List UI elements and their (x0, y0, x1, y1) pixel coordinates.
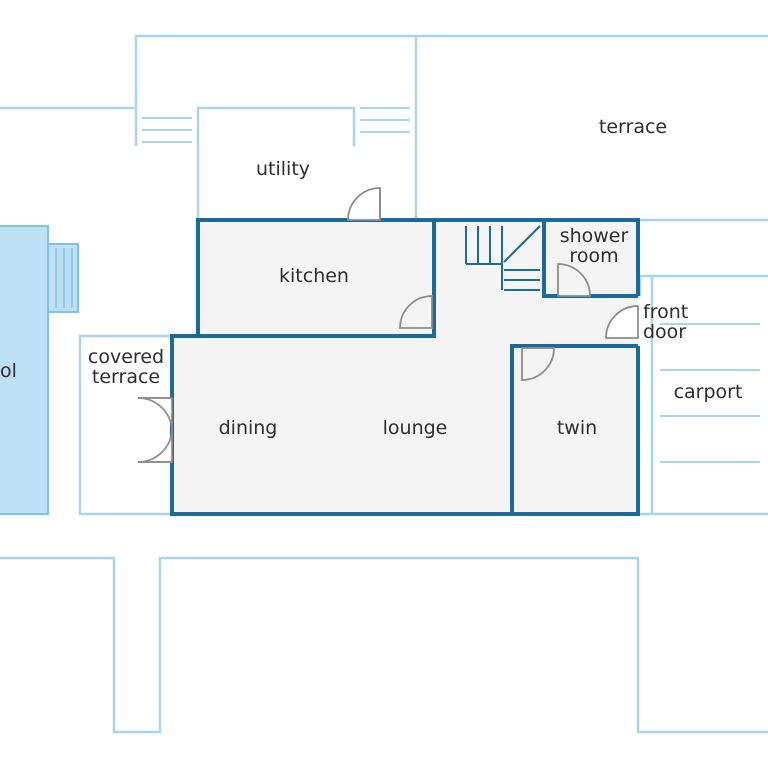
shower-room-wall (542, 220, 638, 298)
internal-stairs (465, 225, 541, 291)
kitchen-utility-door (347, 187, 381, 221)
outer-wall (170, 218, 640, 516)
shower-room-door (557, 263, 591, 297)
pool (0, 225, 79, 515)
shower-room-label-line1: shower (560, 225, 629, 247)
front-door-label-line2: door (643, 321, 686, 343)
covered-terrace-label-line2: terrace (92, 366, 160, 388)
lower-left-outline (0, 556, 768, 734)
covered-terrace-outline (78, 334, 172, 516)
terrace-label: terrace (599, 116, 667, 138)
covered-terrace-label-line1: covered (88, 346, 164, 368)
twin-label: twin (557, 417, 597, 439)
room-labels: terrace utility kitchen shower room fron… (0, 116, 742, 439)
doors (137, 187, 639, 463)
twin-room-door (521, 347, 555, 381)
utility-label: utility (256, 158, 310, 180)
kitchen-wall (198, 220, 436, 338)
front-door-leaf (605, 305, 639, 339)
pool-basin (0, 225, 49, 515)
terrace-steps-right (360, 107, 410, 133)
kitchen-hall-door (399, 295, 433, 329)
dining-label: dining (219, 417, 278, 439)
upper-terrace-outline (0, 34, 768, 222)
pool-steps (47, 243, 79, 313)
shower-room-label-line2: room (569, 245, 618, 267)
lounge-label: lounge (383, 417, 448, 439)
front-door-label-line1: front (643, 301, 688, 323)
kitchen-label: kitchen (279, 265, 349, 287)
carport-lines (660, 323, 760, 463)
pool-label: ol (0, 360, 17, 382)
main-walls (170, 218, 640, 516)
terrace-steps-left (142, 117, 192, 143)
carport-label: carport (674, 381, 743, 403)
covered-terrace-double-door (137, 397, 173, 463)
utility-outline (196, 106, 356, 220)
interior-fill (172, 222, 638, 514)
